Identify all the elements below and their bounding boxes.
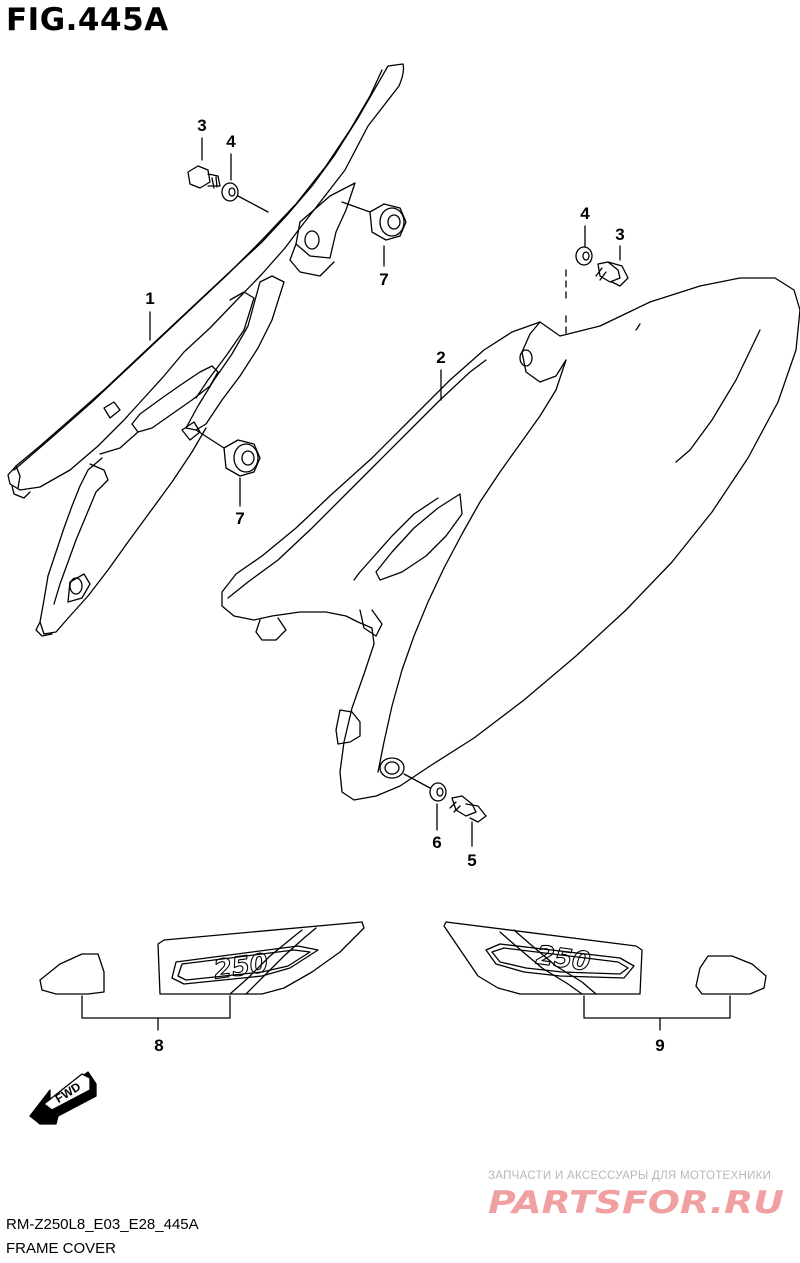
callout-3-upper-left: 3: [197, 116, 206, 135]
fwd-arrow: FWD: [29, 1071, 97, 1125]
callout-1: 1: [145, 289, 154, 308]
leader-line-5-6: [403, 773, 431, 789]
watermark-logo: PARTSFOR.RU: [488, 1185, 784, 1221]
part-9-emblem-set-right[interactable]: 250: [443, 921, 767, 995]
bracket-8: [81, 995, 231, 1031]
part-4-washer-upper-left[interactable]: [221, 182, 239, 202]
callout-7-lower: 7: [235, 509, 244, 528]
leader-line-4: [237, 195, 269, 213]
callout-7-upper: 7: [379, 270, 388, 289]
part-3-bolt-upper-right[interactable]: [595, 261, 629, 287]
callout-4-upper-right: 4: [580, 204, 590, 223]
emblem-250-left: 250: [212, 948, 270, 985]
callout-8: 8: [154, 1036, 163, 1055]
part-6-washer-lower[interactable]: [429, 782, 447, 802]
part-1-frame-cover-left[interactable]: [7, 63, 405, 637]
part-7-grommet-lower[interactable]: [223, 439, 261, 477]
part-3-bolt-upper-left[interactable]: [187, 165, 221, 189]
callout-6: 6: [432, 833, 441, 852]
callout-2: 2: [436, 348, 445, 367]
part-2-side-cover-right[interactable]: [221, 277, 800, 801]
model-code: RM-Z250L8_E03_E28_445A: [6, 1216, 199, 1233]
watermark-tagline: ЗАПЧАСТИ И АКСЕССУАРЫ ДЛЯ МОТОТЕХНИКИ: [488, 1170, 772, 1182]
diagram-name: FRAME COVER: [6, 1240, 117, 1257]
figure-title: FIG.445A: [6, 2, 169, 38]
part-4-washer-upper-right[interactable]: [575, 246, 593, 266]
bracket-9: [583, 995, 731, 1031]
emblem-250-right: 250: [534, 940, 592, 977]
leader-line-7-upper: [341, 201, 371, 213]
part-5-bolt-lower[interactable]: [449, 795, 487, 823]
leader-line-7-lower: [195, 429, 225, 449]
callout-9: 9: [655, 1036, 664, 1055]
callout-leaders: [149, 137, 621, 847]
callout-4-upper-left: 4: [226, 132, 236, 151]
part-7-grommet-upper[interactable]: [369, 203, 407, 241]
callout-5: 5: [467, 851, 476, 870]
part-8-emblem-set-left[interactable]: 250: [39, 921, 365, 995]
watermark-brand: PARTSFOR.RU: [488, 1185, 784, 1221]
callout-3-upper-right: 3: [615, 225, 624, 244]
